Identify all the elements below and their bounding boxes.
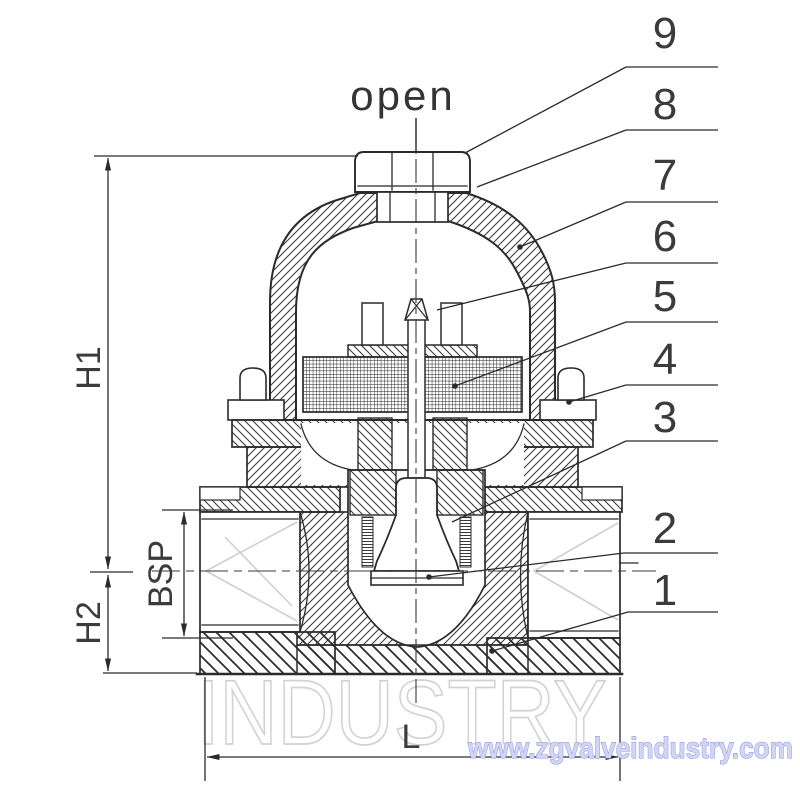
valve-base <box>195 631 624 676</box>
right-port-bore <box>519 511 639 639</box>
bonnet-dome <box>269 192 556 421</box>
dimension-h2: H2 <box>70 574 197 674</box>
website-watermark: www.zgvalveindustry.com <box>467 732 793 765</box>
bsp-label: BSP <box>142 540 180 608</box>
stem-guide-right <box>432 417 468 471</box>
callout-numbers: 9 8 7 6 5 4 3 2 1 <box>653 9 677 615</box>
open-label: open <box>350 72 455 119</box>
leader-dots <box>426 244 572 654</box>
open-annotation: open <box>350 72 455 152</box>
callout-1: 1 <box>653 566 677 615</box>
dimension-bsp: BSP <box>142 509 233 639</box>
centerlines <box>152 119 656 706</box>
callout-4: 4 <box>653 335 677 384</box>
cage-thread-left <box>361 516 374 568</box>
left-port-notch <box>199 486 241 501</box>
top-hex-nut <box>354 151 471 223</box>
callout-2: 2 <box>653 504 677 553</box>
callout-9: 9 <box>653 9 677 58</box>
capsule-studs <box>361 302 463 346</box>
seat-bushing-left <box>349 469 397 516</box>
industry-watermark: INDUSTRY <box>197 662 607 764</box>
callout-7: 7 <box>653 151 677 200</box>
callout-3: 3 <box>653 393 677 442</box>
callout-leaders <box>428 66 718 652</box>
valve-body-group <box>195 151 639 676</box>
dimension-l: L <box>204 677 621 781</box>
left-port-bore <box>199 511 310 633</box>
cage-thread-right <box>459 516 472 568</box>
callout-6: 6 <box>653 212 677 261</box>
right-port-notch <box>581 486 623 501</box>
bonnet-side-bolts <box>227 367 597 421</box>
callout-8: 8 <box>653 80 677 129</box>
l-label: L <box>402 718 421 756</box>
callout-5: 5 <box>653 272 677 321</box>
stem-guide-left <box>357 417 393 471</box>
h1-label: H1 <box>70 346 108 389</box>
h2-label: H2 <box>70 601 108 644</box>
dimension-h1: H1 <box>70 155 358 573</box>
seat-bushing-right <box>436 469 484 516</box>
